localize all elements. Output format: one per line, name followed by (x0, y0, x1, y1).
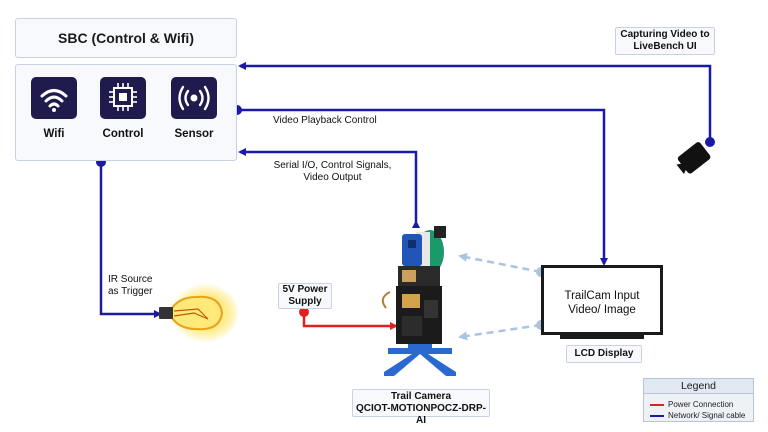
power-label-line2: Supply (288, 296, 322, 307)
camera-caption-box: Trail Camera QCIOT-MOTIONPOCZ-DRP-AI (352, 389, 490, 426)
legend-item-network: Network/ Signal cable (644, 410, 753, 421)
sensor-tile (171, 77, 217, 119)
video-playback-label: Video Playback Control (273, 115, 377, 126)
serial-io-line (238, 148, 420, 228)
lcd-monitor: TrailCam Input Video/ Image (541, 265, 663, 335)
wifi-tile (31, 77, 77, 119)
legend-swatch-power (650, 404, 664, 406)
ir-label: IR Source as Trigger (108, 274, 152, 298)
serial-label: Serial I/O, Control Signals, Video Outpu… (270, 160, 395, 184)
video-camera-icon (676, 142, 711, 175)
ir-label-line1: IR Source (108, 274, 153, 285)
serial-label-line2: Video Output (303, 172, 362, 183)
camera-caption-line1: Trail Camera (390, 391, 452, 402)
chip-icon (109, 83, 137, 111)
legend-item-power: Power Connection (644, 399, 753, 410)
capture-label-line2: LiveBench UI (633, 41, 697, 52)
sensor-icon (178, 85, 210, 111)
lcd-screen-text: TrailCam Input Video/ Image (544, 289, 660, 317)
sbc-title: SBC (Control & Wifi) (58, 30, 194, 46)
legend-swatch-network (650, 415, 664, 417)
view-line-bottom (458, 323, 542, 341)
view-line-top (458, 252, 542, 274)
light-bulb-icon (159, 283, 238, 343)
sbc-title-box: SBC (Control & Wifi) (15, 18, 237, 58)
capture-label-box: Capturing Video to LiveBench UI (615, 27, 715, 55)
capture-label-line1: Capturing Video to (620, 29, 710, 40)
ir-label-line2: as Trigger (108, 286, 153, 297)
control-label: Control (102, 128, 144, 140)
legend-title: Legend (644, 379, 753, 394)
camera-caption-line2: QCIOT-MOTIONPOCZ-DRP-AI (356, 403, 486, 426)
lcd-stand (560, 335, 644, 339)
power-label-line1: 5V Power (282, 284, 328, 295)
video-playback-line (237, 108, 608, 266)
power-label-box: 5V Power Supply (278, 283, 332, 309)
sensor-label: Sensor (174, 128, 214, 140)
lcd-caption-box: LCD Display (566, 345, 642, 363)
wifi-label: Wifi (43, 128, 65, 140)
legend: Legend Power Connection Network/ Signal … (643, 378, 754, 422)
serial-label-line1: Serial I/O, Control Signals, (273, 160, 392, 171)
lcd-line2: Video/ Image (568, 304, 636, 316)
lcd-line1: TrailCam Input (564, 290, 640, 302)
trail-camera-image (381, 226, 456, 376)
legend-label-power: Power Connection (668, 400, 734, 409)
ir-trigger-line (99, 162, 162, 318)
lcd-caption: LCD Display (574, 348, 634, 359)
wifi-icon (40, 89, 68, 112)
legend-label-network: Network/ Signal cable (668, 411, 746, 420)
capture-video-line (238, 62, 712, 142)
control-tile (100, 77, 146, 119)
